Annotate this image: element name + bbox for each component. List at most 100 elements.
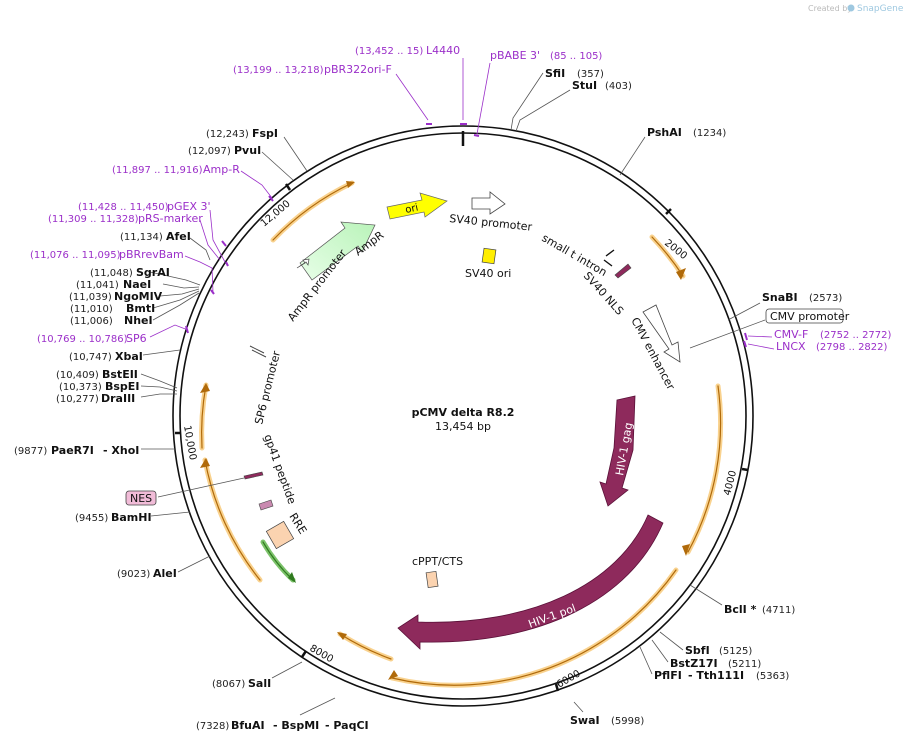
small-t-intron-mark [603,249,615,267]
site-swai-pos: (5998) [611,716,644,727]
site-sbfi: SbfI [685,644,710,657]
tick-label-4000: 4000 [722,469,739,496]
snapgene-brand: SnapGene [857,4,904,14]
primer-pbabe3-pos: (85 .. 105) [550,51,602,62]
site-bsteii: BstEII [102,368,138,381]
site-bsteii-pos: (10,409) [56,370,99,381]
site-fspi: FspI [252,127,278,140]
site-bfuai-pos: (7328) [196,721,229,732]
plasmid-length: 13,454 bp [435,420,491,433]
primer-cmv-f: CMV-F [774,328,808,341]
nes-mark [243,471,264,480]
primer-lncx-pos: (2798 .. 2822) [816,342,888,353]
site-pshai-pos: (1234) [693,128,726,139]
site-sgrai: SgrAI [136,266,170,279]
site-bamhi: BamHI [111,511,152,524]
primer-l4440: L4440 [426,44,460,57]
sites-bottom-left: (7328) BfuAI - BspMI - PaqCI (8067) SalI… [14,444,369,732]
site-sali: SalI [248,677,271,690]
site-bstz17i-pos: (5211) [728,659,761,670]
sv40-promoter-arrow [471,191,506,215]
site-bfuai: BfuAI [231,719,265,732]
site-naei-pos: (11,041) [76,280,119,291]
site-pvui-pos: (12,097) [188,146,231,157]
site-tth111i-pos: (5363) [756,671,789,682]
site-bmti: BmtI [126,302,155,315]
site-sbfi-pos: (5125) [719,646,752,657]
sites-bottom-right: BclI * (4711) SbfI (5125) BstZ17I (5211)… [570,584,795,727]
sv40-ori-box [481,247,497,265]
primer-prs-marker-pos: (11,309 .. 11,328) [48,214,139,225]
site-pvui: PvuI [234,144,261,157]
site-xbai-pos: (10,747) [69,352,112,363]
site-xbai: XbaI [115,350,143,363]
primer-pgex3: pGEX 3' [167,200,211,213]
cppt-label: cPPT/CTS [412,555,463,568]
site-stui: StuI [572,79,597,92]
site-bspei: BspEI [105,380,139,393]
site-sfii: SfiI [545,67,565,80]
site-stui-pos: (403) [605,81,632,92]
ori-feature [386,192,448,220]
site-tth111i: - Tth111I [688,669,744,682]
site-snabi-pos: (2573) [809,293,842,304]
site-nhei-pos: (11,006) [70,316,113,327]
primer-pbr322ori: pBR322ori-F [324,63,392,76]
site-paer7i-pos: (9877) [14,446,47,457]
site-bmti-pos: (11,010) [70,304,113,315]
sites-left: (10,277) DraIII (10,373) BspEI (10,409) … [30,127,308,405]
site-afei: AfeI [166,230,191,243]
hiv-gag-arrow [599,395,636,507]
sv40-promoter-label: SV40 promoter [449,212,533,234]
orf-arcs [199,180,724,688]
cppt-box [425,570,439,589]
site-swai: SwaI [570,714,600,727]
rre-box [265,520,295,550]
tick-label-6000: 6000 [555,668,583,690]
site-pshai: PshAI [647,126,682,139]
site-draiii-pos: (10,277) [56,394,99,405]
site-pflfi: PflFI [654,669,682,682]
sv40-ori-label: SV40 ori [465,267,511,280]
primer-lncx: LNCX [776,340,806,353]
primer-sp6: SP6 [126,332,147,345]
primer-pbrrevbam: pBRrevBam [119,248,184,261]
site-paqci: - PaqCI [325,719,369,732]
site-ngomiv: NgoMIV [114,290,163,303]
primer-pbr322ori-pos: (13,199 .. 13,218) [233,65,324,76]
backbone-outer [172,125,754,707]
site-xhoi: - XhoI [103,444,139,457]
site-bspmi: - BspMI [273,719,319,732]
site-snabi: SnaBI [762,291,798,304]
site-nhei: NheI [124,314,153,327]
site-sali-pos: (8067) [212,679,245,690]
ampr-promoter-arrow [296,258,310,269]
sp6-promoter-mark [249,345,267,358]
site-bspei-pos: (10,373) [59,382,102,393]
primer-cmv-f-pos: (2752 .. 2772) [820,330,892,341]
tick-label-8000: 8000 [308,643,336,665]
primer-pbabe3: pBABE 3' [490,49,540,62]
site-bcli-pos: (4711) [762,605,795,616]
primer-pgex3-pos: (11,428 .. 11,450) [78,202,169,213]
primer-amp-r: Amp-R [203,163,240,176]
cmv-promoter-label: CMV promoter [770,310,850,323]
site-alei-pos: (9023) [117,569,150,580]
plasmid-name: pCMV delta R8.2 [412,406,515,419]
cmv-enhancer-arrow [642,304,681,363]
top-primers: (13,452 .. 15) L4440 pBABE 3' (85 .. 105… [233,44,602,137]
site-draiii: DraIII [101,392,135,405]
sites-right: SnaBI (2573) CMV promoter CMV-F (2752 ..… [689,291,892,353]
cmv-promoter-box [765,308,844,324]
primer-l4440-pos: (13,452 .. 15) [355,46,423,57]
created-by-text: Created by [808,4,852,13]
site-fspi-pos: (12,243) [206,129,249,140]
site-bcli: BclI * [724,603,757,616]
ori-label: ori [404,202,419,215]
gp41-mark [258,499,274,511]
primer-pbrrevbam-pos: (11,076 .. 11,095) [30,250,121,261]
hiv-pol-arrow [397,514,664,650]
sv40-nls-mark [614,263,632,279]
nes-box [125,490,157,506]
